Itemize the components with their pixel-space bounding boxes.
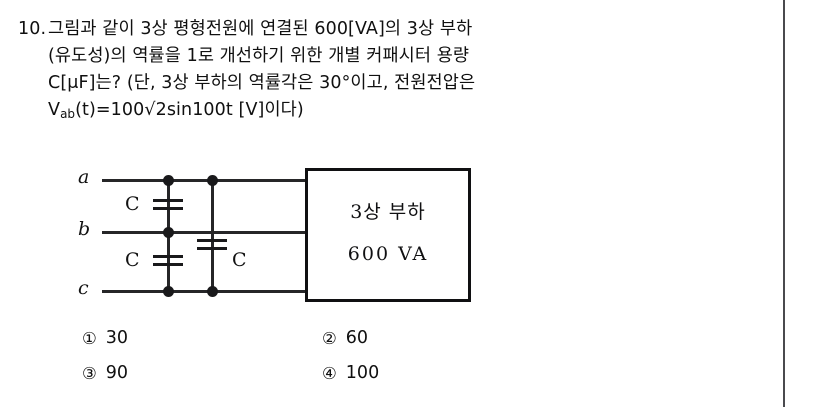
answer-choice-3[interactable]: ③ 90 — [82, 363, 129, 383]
phase-label-b: b — [78, 218, 91, 240]
phase-wire-a — [102, 179, 382, 182]
question-line-1: 10.그림과 같이 3상 평형전원에 연결된 600[VA]의 3상 부하 — [18, 16, 718, 43]
choice-value-3: 90 — [105, 363, 129, 383]
junction-dot — [163, 286, 174, 297]
answer-choice-2[interactable]: ② 60 — [322, 328, 369, 348]
junction-dot — [207, 286, 218, 297]
phase-wire-b — [102, 231, 382, 234]
load-title: 3상 부하 — [350, 201, 426, 223]
capacitor-label-ab: C — [125, 193, 140, 215]
choice-value-4: 100 — [345, 363, 380, 383]
page-divider — [783, 0, 785, 407]
capacitor-rail-right — [211, 179, 214, 293]
capacitor-plate — [153, 255, 183, 258]
junction-dot — [163, 227, 174, 238]
phase-label-c: c — [78, 277, 89, 299]
question-block: 10.그림과 같이 3상 평형전원에 연결된 600[VA]의 3상 부하 (유… — [18, 16, 718, 128]
capacitor-plate — [197, 239, 227, 242]
voltage-expression: (t)=100√2sin100t [V]이다) — [75, 100, 304, 120]
question-line-1-text: 그림과 같이 3상 평형전원에 연결된 600[VA]의 3상 부하 — [48, 19, 473, 39]
choice-marker-3: ③ — [82, 363, 97, 383]
choice-value-1: 30 — [105, 328, 129, 348]
question-line-2: (유도성)의 역률을 1로 개선하기 위한 개별 커패시터 용량 — [48, 46, 470, 66]
capacitor-symbol-ca — [197, 239, 227, 250]
capacitor-plate — [153, 263, 183, 266]
junction-dot — [163, 175, 174, 186]
question-line-3: C[μF]는? (단, 3상 부하의 역률각은 30°이고, 전원전압은 — [48, 73, 476, 93]
answer-choice-1[interactable]: ① 30 — [82, 328, 129, 348]
choice-marker-2: ② — [322, 328, 337, 348]
capacitor-symbol-bc — [153, 255, 183, 266]
voltage-subscript: ab — [60, 107, 76, 121]
question-line-4: Vab(t)=100√2sin100t [V]이다) — [18, 97, 718, 128]
load-box: 3상 부하 600 VA — [305, 168, 471, 302]
voltage-symbol: V — [48, 100, 61, 120]
capacitor-plate — [153, 207, 183, 210]
question-number: 10. — [18, 19, 47, 39]
load-rating: 600 VA — [347, 243, 429, 265]
capacitor-label-bc: C — [125, 249, 140, 271]
answer-choice-4[interactable]: ④ 100 — [322, 363, 380, 383]
capacitor-plate — [153, 199, 183, 202]
choice-marker-1: ① — [82, 328, 97, 348]
phase-wire-c — [102, 290, 382, 293]
capacitor-plate — [197, 247, 227, 250]
phase-label-a: a — [78, 166, 90, 188]
capacitor-symbol-ab — [153, 199, 183, 210]
choice-value-2: 60 — [345, 328, 369, 348]
junction-dot — [207, 175, 218, 186]
choice-marker-4: ④ — [322, 363, 337, 383]
capacitor-label-ca: C — [232, 249, 247, 271]
circuit-diagram: a b c C C C 3상 부하 600 VA — [74, 160, 494, 310]
